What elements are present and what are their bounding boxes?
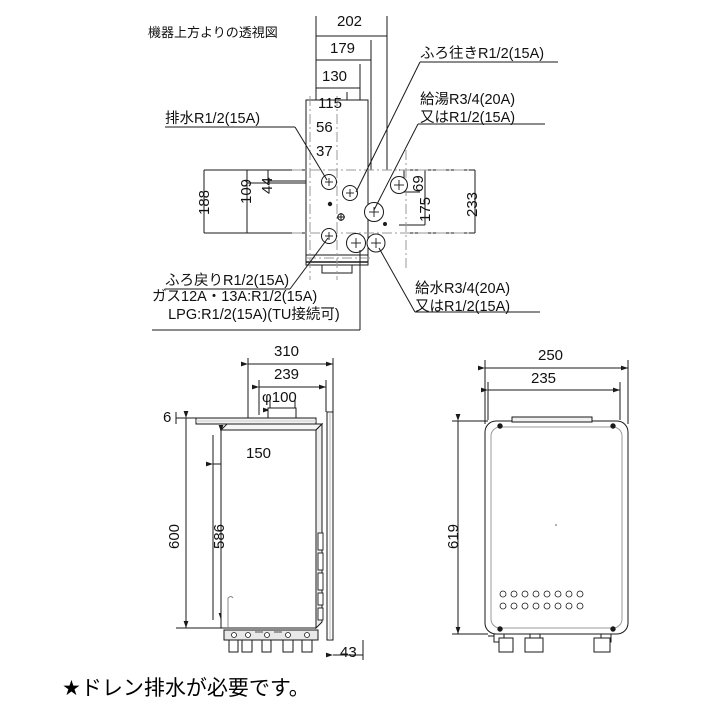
callout-bath-out-label: ふろ往きR1/2(15A) <box>420 46 545 62</box>
dim-250: 250 <box>538 347 564 364</box>
dim-310: 310 <box>274 343 300 360</box>
dim-phi100: φ100 <box>262 389 297 406</box>
top-view-small-marks <box>327 201 387 226</box>
side-view-vent-holes <box>499 590 584 610</box>
dim-235: 235 <box>531 370 557 387</box>
callout-cold-water-label: 給水R3/4(20A) 又はR1/2(15A) <box>415 281 511 316</box>
dim-619: 619 <box>445 523 462 549</box>
callout-hot-water-label: 給湯R3/4(20A) 又はR1/2(15A) <box>420 92 516 127</box>
dim-175: 175 <box>417 196 434 222</box>
dim-44: 44 <box>259 177 276 194</box>
dim-179: 179 <box>330 40 356 57</box>
dim-115: 115 <box>318 95 342 112</box>
top-view-ports <box>321 174 408 253</box>
dim-56: 56 <box>316 119 333 136</box>
dim-150: 150 <box>246 445 272 462</box>
side-view-bottom-pipes <box>488 633 612 653</box>
side-view-dims <box>452 360 629 635</box>
front-view-body <box>195 407 334 641</box>
dim-109: 109 <box>238 178 255 204</box>
dim-130: 130 <box>322 68 348 85</box>
top-view-caption: 機器上方よりの透視図 <box>148 25 278 40</box>
dim-37: 37 <box>316 143 333 160</box>
dim-202: 202 <box>337 13 363 30</box>
dim-600: 600 <box>166 523 183 549</box>
dim-586: 586 <box>211 523 228 549</box>
dim-188: 188 <box>196 189 213 215</box>
front-view-bottom-pipes <box>223 629 319 653</box>
top-view-leaders <box>152 61 558 331</box>
top-view-center-lines <box>292 96 470 280</box>
callout-bath-return-label: ふろ戻りR1/2(15A) <box>165 273 290 289</box>
callout-drain-label: 排水R1/2(15A) <box>165 111 261 127</box>
dim-6: 6 <box>163 409 172 426</box>
footer-note: ★ドレン排水が必要です。 <box>62 677 310 700</box>
callout-gas-label: ガス12A・13A:R1/2(15A) LPG:R1/2(15A)(TU接続可) <box>152 289 340 324</box>
side-view-body <box>484 416 629 635</box>
dim-69: 69 <box>410 175 427 192</box>
top-view-port-center-marks <box>325 178 404 248</box>
dim-233: 233 <box>464 191 481 217</box>
dim-239: 239 <box>274 366 300 383</box>
dim-43: 43 <box>340 644 357 661</box>
